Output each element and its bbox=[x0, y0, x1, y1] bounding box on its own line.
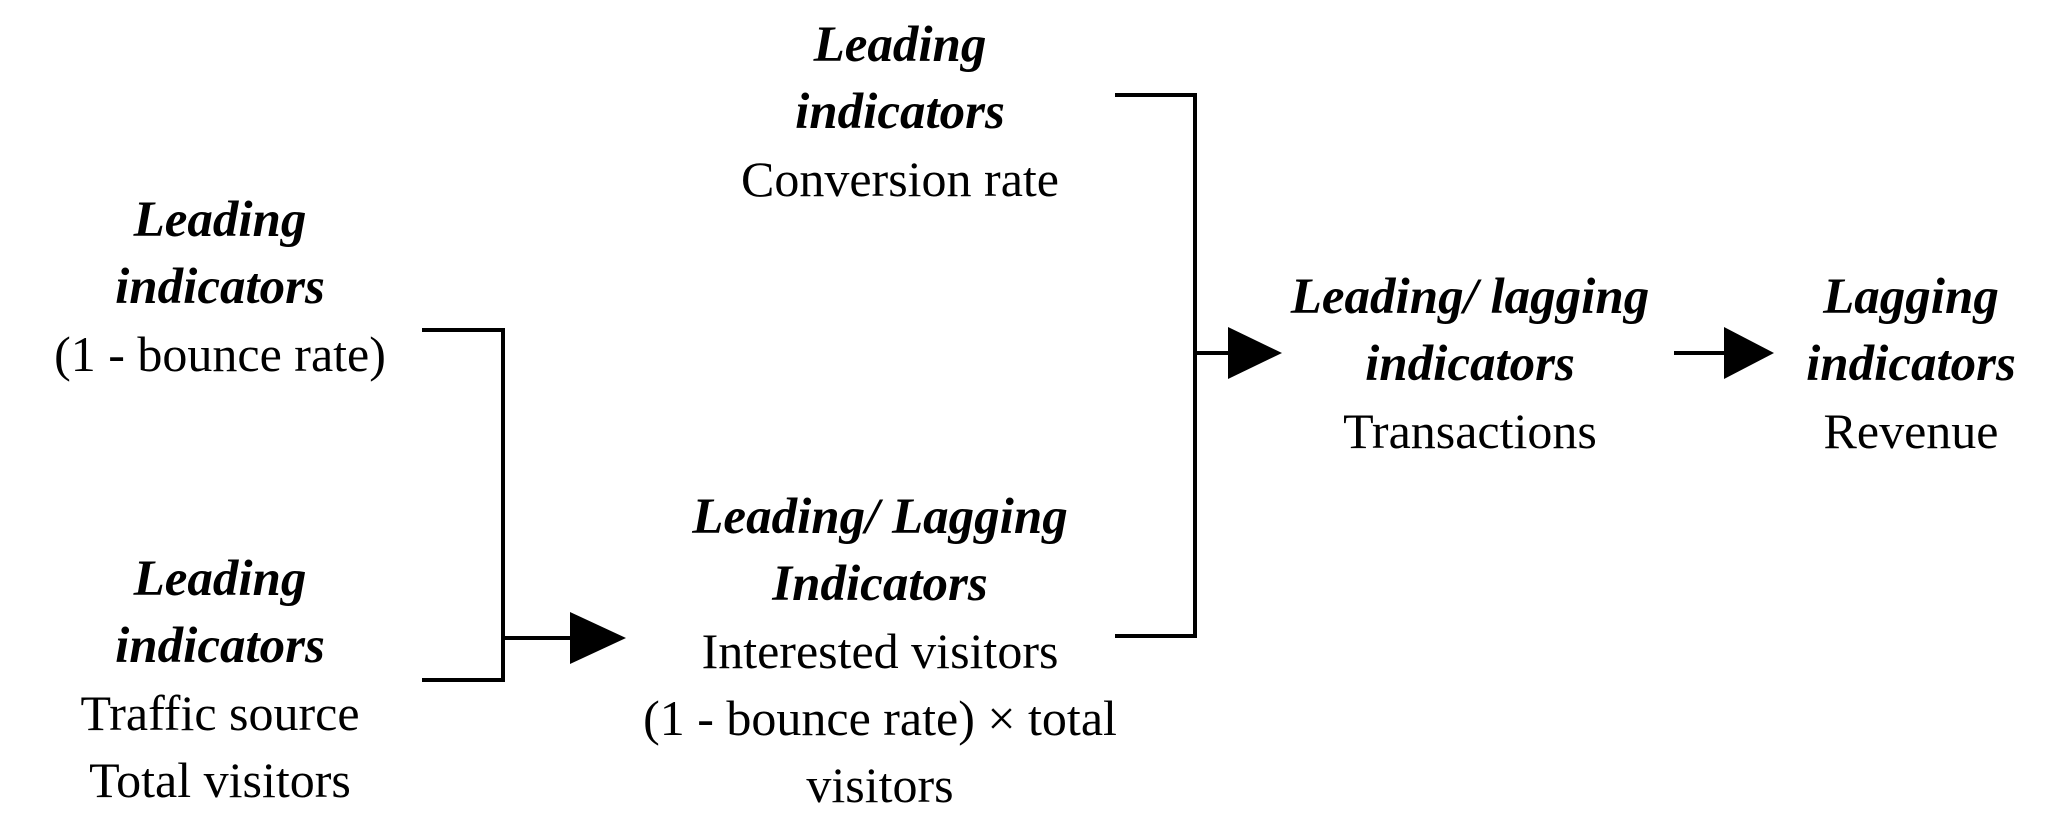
node-interested-visitors: Leading/ Lagging Indicators Interested v… bbox=[560, 484, 1200, 819]
node-transactions: Leading/ lagging indicators Transactions bbox=[1260, 264, 1680, 465]
body-line: Interested visitors bbox=[701, 623, 1059, 679]
body-line: Transactions bbox=[1343, 403, 1597, 459]
body-line: Conversion rate bbox=[741, 151, 1059, 207]
node-conversion-rate: Leading indicators Conversion rate bbox=[680, 12, 1120, 213]
node-bounce-rate: Leading indicators (1 - bounce rate) bbox=[0, 187, 440, 388]
node-heading: Leading indicators bbox=[680, 12, 1120, 146]
node-body: Traffic source Total visitors bbox=[0, 680, 440, 814]
node-body: Interested visitors (1 - bounce rate) × … bbox=[560, 618, 1200, 819]
body-line: (1 - bounce rate) × total bbox=[643, 690, 1117, 746]
body-line: visitors bbox=[806, 757, 954, 813]
node-heading: Leading indicators bbox=[0, 546, 440, 680]
node-revenue: Lagging indicators Revenue bbox=[1780, 264, 2042, 465]
arrow-left-head bbox=[570, 612, 626, 664]
heading-line: Leading bbox=[133, 192, 307, 248]
arrow-end-head bbox=[1724, 327, 1774, 379]
arrow-mid-head bbox=[1228, 327, 1282, 379]
heading-line: Lagging bbox=[1823, 269, 1999, 325]
bracket-right bbox=[1115, 93, 1197, 638]
node-heading: Lagging indicators bbox=[1780, 264, 2042, 398]
body-line: Traffic source bbox=[80, 685, 360, 741]
heading-line: indicators bbox=[115, 618, 325, 674]
body-line: Total visitors bbox=[89, 752, 351, 808]
heading-line: indicators bbox=[1365, 336, 1575, 392]
heading-line: Indicators bbox=[772, 556, 988, 612]
node-heading: Leading/ lagging indicators bbox=[1260, 264, 1680, 398]
heading-line: Leading bbox=[813, 17, 987, 73]
node-body: Revenue bbox=[1780, 398, 2042, 465]
node-traffic: Leading indicators Traffic source Total … bbox=[0, 546, 440, 814]
node-body: (1 - bounce rate) bbox=[0, 321, 440, 388]
heading-line: indicators bbox=[115, 259, 325, 315]
node-heading: Leading indicators bbox=[0, 187, 440, 321]
body-line: (1 - bounce rate) bbox=[54, 326, 386, 382]
heading-line: Leading/ lagging bbox=[1290, 269, 1650, 325]
heading-line: Leading/ Lagging bbox=[692, 489, 1068, 545]
node-body: Conversion rate bbox=[680, 146, 1120, 213]
heading-line: indicators bbox=[1806, 336, 2016, 392]
body-line: Revenue bbox=[1823, 403, 1999, 459]
node-heading: Leading/ Lagging Indicators bbox=[560, 484, 1200, 618]
heading-line: indicators bbox=[795, 84, 1005, 140]
node-body: Transactions bbox=[1260, 398, 1680, 465]
bracket-left bbox=[422, 328, 505, 682]
heading-line: Leading bbox=[133, 551, 307, 607]
